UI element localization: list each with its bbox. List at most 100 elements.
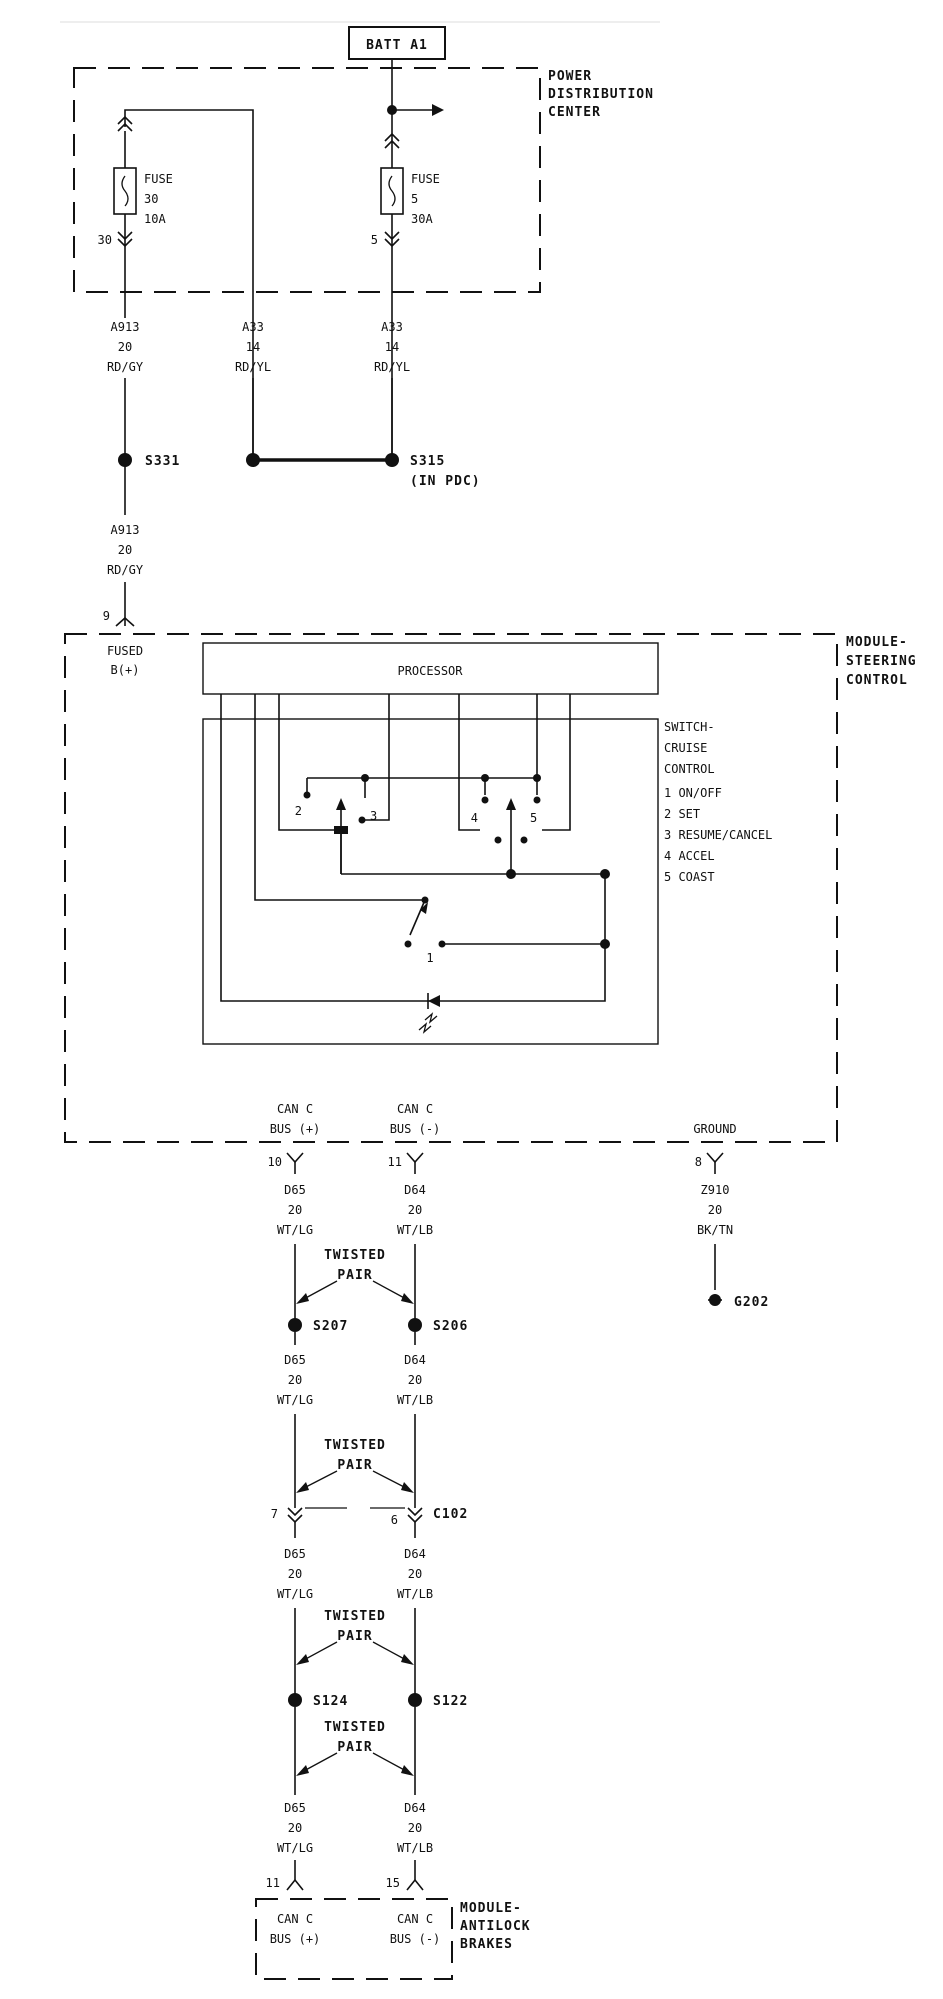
svg-text:1 ON/OFF: 1 ON/OFF [664,786,722,800]
svg-text:CONTROL: CONTROL [664,762,715,776]
svg-text:WT/LG: WT/LG [277,1223,313,1237]
svg-text:14: 14 [385,340,399,354]
splice-s122 [408,1693,422,1707]
svg-text:D65: D65 [284,1183,306,1197]
svg-text:MODULE-: MODULE- [460,1901,522,1916]
svg-text:PAIR: PAIR [337,1268,372,1283]
contact-1: 1 [426,951,433,965]
ground-g202 [709,1294,721,1306]
svg-text:RD/GY: RD/GY [107,563,144,577]
contact-4: 4 [471,811,478,825]
wire-a913-top-label: A913 20 RD/GY [107,320,144,374]
svg-text:20: 20 [288,1567,302,1581]
svg-text:20: 20 [408,1821,422,1835]
fuse-30-amp: 10A [144,212,166,226]
svg-text:20: 20 [288,1821,302,1835]
svg-text:PAIR: PAIR [337,1740,372,1755]
splice-s315 [385,453,399,467]
svg-text:TWISTED: TWISTED [324,1720,386,1735]
splice-s331 [118,453,132,467]
switch-items: 1 ON/OFF 2 SET 3 RESUME/CANCEL 4 ACCEL 5… [664,786,772,884]
twisted-pair-3: TWISTED PAIR [296,1609,414,1665]
svg-text:20: 20 [408,1373,422,1387]
svg-text:RD/YL: RD/YL [235,360,271,374]
svg-text:WT/LB: WT/LB [397,1587,433,1601]
msc-title: MODULE- STEERING CONTROL [846,635,916,688]
splice-s315-note: (IN PDC) [410,474,481,489]
wire-z910-label: Z910 20 BK/TN [697,1183,733,1237]
svg-text:CAN C: CAN C [277,1912,313,1926]
batt-box [348,26,446,60]
msc-canc-neg-label: CAN C BUS (-) [390,1102,441,1136]
abs-box [255,1898,453,1980]
fuse-30-num: 30 [144,192,158,206]
svg-text:BUS (+): BUS (+) [270,1932,321,1946]
svg-text:CAN C: CAN C [277,1102,313,1116]
svg-text:WT/LB: WT/LB [397,1841,433,1855]
svg-text:BUS (-): BUS (-) [390,1932,441,1946]
splice-s315-left [246,453,260,467]
svg-text:RD/GY: RD/GY [107,360,144,374]
splice-s331-label: S331 [145,454,180,469]
splice-s315-label: S315 [410,454,445,469]
svg-text:2 SET: 2 SET [664,807,700,821]
abs-pin-11: 11 [266,1876,280,1890]
fuse-30-label: FUSE [144,172,173,186]
fuse-5-num: 5 [411,192,418,206]
svg-text:DISTRIBUTION: DISTRIBUTION [548,87,654,102]
svg-text:D65: D65 [284,1801,306,1815]
svg-text:20: 20 [408,1203,422,1217]
abs-canc-neg-label: CAN C BUS (-) [390,1912,441,1946]
svg-text:BUS (-): BUS (-) [390,1122,441,1136]
pdc-box [73,67,541,293]
svg-text:A913: A913 [111,523,140,537]
svg-text:A913: A913 [111,320,140,334]
svg-text:20: 20 [118,543,132,557]
twisted-pair-4: TWISTED PAIR [296,1720,414,1776]
svg-text:BUS (+): BUS (+) [270,1122,321,1136]
fuse-30-cavity: 30 [98,233,112,247]
svg-text:D65: D65 [284,1547,306,1561]
msc-box [64,633,838,1143]
abs-canc-pos-label: CAN C BUS (+) [270,1912,321,1946]
svg-text:3 RESUME/CANCEL: 3 RESUME/CANCEL [664,828,772,842]
svg-text:20: 20 [118,340,132,354]
svg-text:SWITCH-: SWITCH- [664,720,715,734]
svg-text:A33: A33 [381,320,403,334]
wire-d64-1-label: D64 20 WT/LB [397,1183,433,1237]
svg-text:WT/LG: WT/LG [277,1587,313,1601]
svg-text:POWER: POWER [548,69,592,84]
msc-canc-pos-label: CAN C BUS (+) [270,1102,321,1136]
led-icon [428,995,440,1007]
msc-pin-8: 8 [695,1155,702,1169]
svg-text:MODULE-: MODULE- [846,635,908,650]
splice-s206-label: S206 [433,1319,468,1334]
svg-text:WT/LB: WT/LB [397,1393,433,1407]
splice-s124-label: S124 [313,1694,348,1709]
svg-text:20: 20 [288,1203,302,1217]
svg-text:BRAKES: BRAKES [460,1937,513,1952]
svg-text:WT/LB: WT/LB [397,1223,433,1237]
msc-pin-11: 11 [388,1155,402,1169]
splice-s207-label: S207 [313,1319,348,1334]
svg-text:D64: D64 [404,1183,426,1197]
svg-text:TWISTED: TWISTED [324,1438,386,1453]
msc-pin-9: 9 [103,609,110,623]
msc-pin-10: 10 [268,1155,282,1169]
fuse-5-amp: 30A [411,212,433,226]
svg-text:20: 20 [708,1203,722,1217]
svg-text:Z910: Z910 [701,1183,730,1197]
contact-5: 5 [530,811,537,825]
switch-title: SWITCH- CRUISE CONTROL [664,720,715,776]
splice-s124 [288,1693,302,1707]
wire-a33-right-label: A33 14 RD/YL [374,320,410,374]
svg-text:A33: A33 [242,320,264,334]
wire-d64-2-label: D64 20 WT/LB [397,1353,433,1407]
svg-text:20: 20 [408,1567,422,1581]
wire-d65-1-label: D65 20 WT/LG [277,1183,313,1237]
svg-text:CENTER: CENTER [548,105,601,120]
msc-ground-label: GROUND [693,1122,736,1136]
svg-text:D64: D64 [404,1801,426,1815]
fuse-5-label: FUSE [411,172,440,186]
